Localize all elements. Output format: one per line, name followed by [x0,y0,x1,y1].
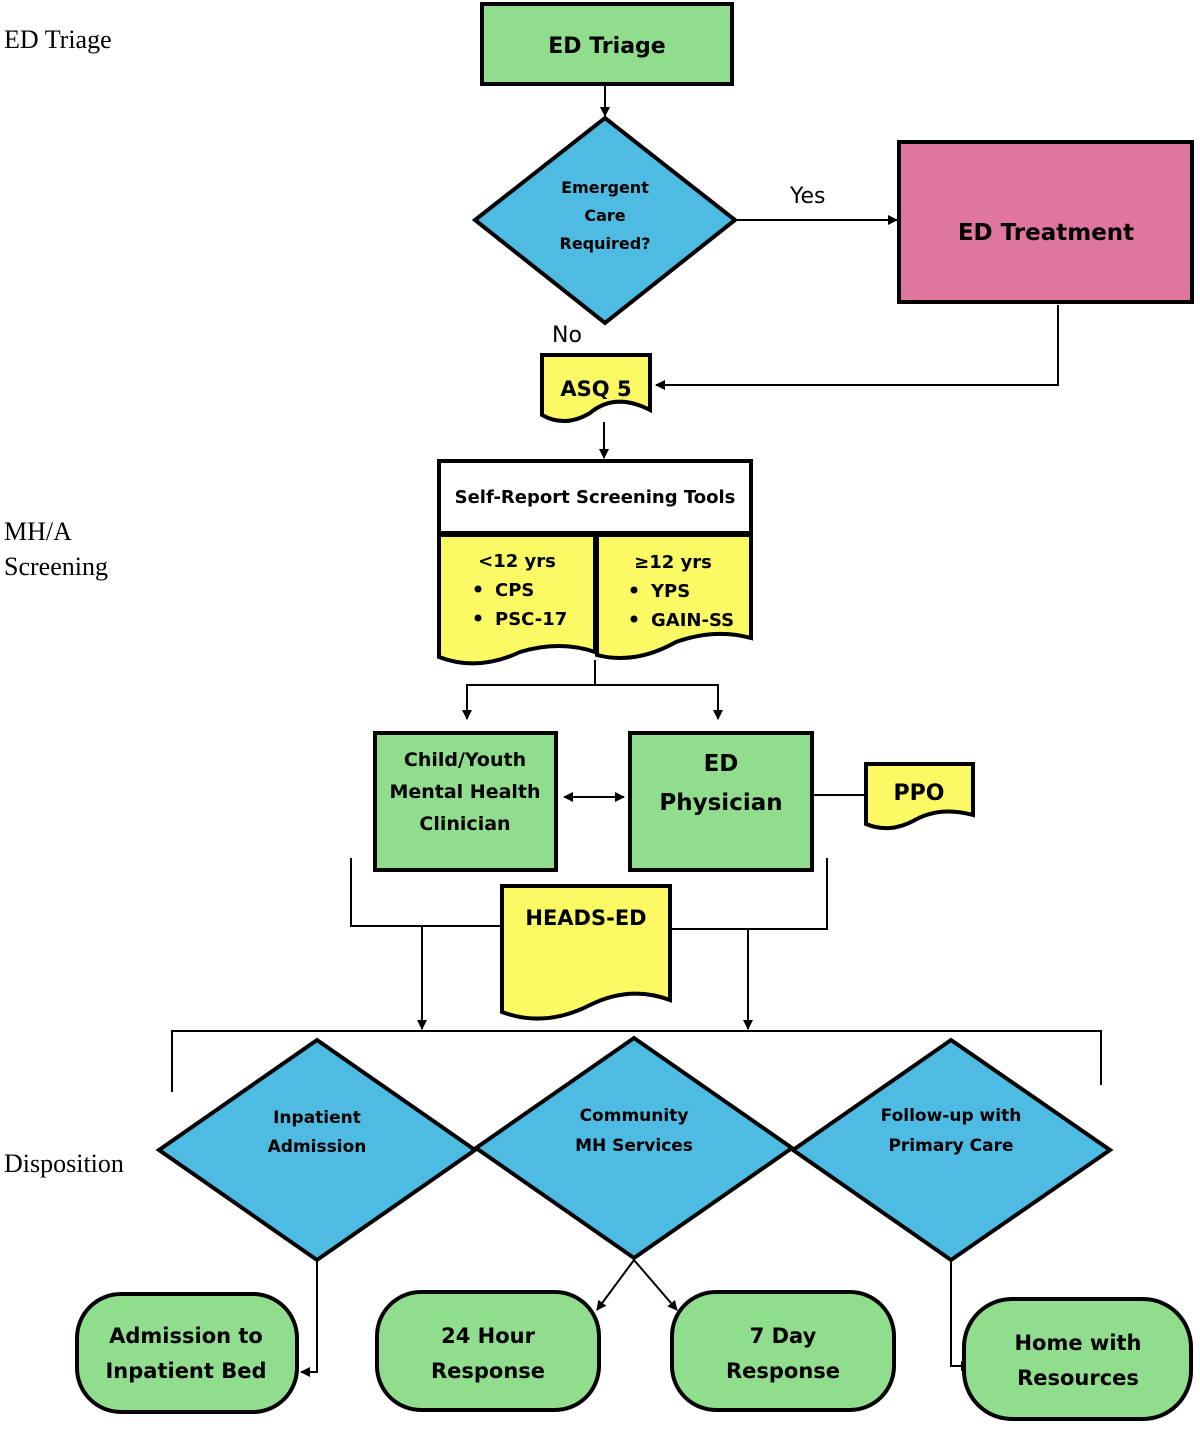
node-self-report-label: Self-Report Screening Tools [455,487,736,508]
node-community-line2: MH Services [575,1136,693,1156]
edges [171,85,1102,1377]
node-24-hour-shape [375,1290,601,1412]
stage-label-triage: ED Triage [4,25,112,54]
node-over-12-tools: ≥12 yrs YPS GAIN-SS [595,533,753,661]
node-emergent-care-line1: Emergent [561,178,649,197]
node-ed-physician-line1: ED [704,751,739,777]
node-heads-ed: HEADS-ED [500,884,672,1021]
node-ed-triage-box [480,2,734,86]
node-mh-clinician-line1: Child/Youth [404,749,526,771]
node-admission-line1: Admission to [109,1324,263,1348]
edge-screening-to-physician [595,684,723,720]
node-community-mh: Community MH Services [472,1035,796,1261]
edge-treatment-to-asq5 [655,305,1059,390]
node-emergent-care-line2: Care [584,206,625,225]
node-ed-triage: ED Triage [480,2,734,86]
node-heads-ed-shape [500,884,672,1021]
node-7-day-response: 7 Day Response [670,1290,896,1412]
node-asq5-shape [540,353,652,423]
edge-inpatient-to-admission [300,1262,318,1377]
edge-disposition-bar [171,1030,1102,1092]
node-ed-physician: ED Physician [628,731,814,872]
node-followup-shape [789,1037,1114,1263]
node-under-12-tools: <12 yrs CPS PSC-17 [437,533,597,666]
stage-label-disposition: Disposition [4,1149,124,1178]
node-self-report-box [437,459,753,535]
node-community-line1: Community [580,1106,689,1126]
edge-label-yes: Yes [789,184,826,209]
node-mh-clinician-box [373,731,558,872]
edge-physician-to-heads [672,858,828,930]
edge-screening-to-clinician [462,660,596,720]
bullet-icon [474,585,482,593]
node-under-12-item-cps: CPS [495,580,534,601]
node-mh-clinician: Child/Youth Mental Health Clinician [373,731,558,872]
bullet-icon [630,586,638,594]
node-over-12-item-yps: YPS [650,581,690,602]
node-followup-line1: Follow-up with [881,1106,1022,1126]
node-home-line2: Resources [1017,1366,1139,1390]
node-ed-physician-line2: Physician [659,790,782,816]
node-ed-treatment: ED Treatment [897,140,1194,304]
node-self-report-screening: Self-Report Screening Tools [437,459,753,535]
node-7-day-line2: Response [726,1359,840,1383]
stage-label-screening-line2: Screening [4,552,108,581]
edge-community-to-24h [596,1259,635,1311]
node-home-with-resources: Home with Resources [962,1297,1193,1421]
node-emergent-care-decision: Emergent Care Required? [471,115,739,326]
node-home-shape [962,1297,1193,1421]
node-admission-shape [75,1292,299,1414]
node-inpatient-admission: Inpatient Admission [155,1037,479,1263]
node-followup-line2: Primary Care [888,1136,1013,1156]
node-7-day-line1: 7 Day [750,1324,817,1348]
stage-label-screening-line1: MH/A [4,517,72,546]
node-ppo-shape [864,762,975,831]
node-inpatient-shape [155,1037,479,1263]
node-ed-treatment-box [897,140,1194,304]
node-mh-clinician-line3: Clinician [419,813,510,835]
node-followup-primary-care: Follow-up with Primary Care [789,1037,1114,1263]
node-under-12-item-psc17: PSC-17 [495,609,567,630]
node-under-12-title: <12 yrs [478,551,556,572]
node-over-12-item-gainss: GAIN-SS [651,610,734,631]
node-7-day-shape [670,1290,896,1412]
bullet-icon [474,614,482,622]
node-ppo: PPO [864,762,975,831]
node-inpatient-line1: Inpatient [273,1108,361,1128]
node-inpatient-line2: Admission [268,1137,367,1157]
bullet-icon [630,615,638,623]
node-emergent-care-line3: Required? [560,234,651,253]
node-admission-line2: Inpatient Bed [105,1359,266,1383]
node-heads-ed-label: HEADS-ED [525,906,646,930]
node-ed-triage-label: ED Triage [548,34,665,59]
node-mh-clinician-line2: Mental Health [389,781,540,803]
node-under-12-shape [437,533,597,666]
node-ppo-label: PPO [894,781,945,806]
node-emergent-care-shape [471,115,739,326]
node-community-shape [472,1035,796,1261]
node-asq5: ASQ 5 [540,353,652,423]
node-admission-inpatient-bed: Admission to Inpatient Bed [75,1292,299,1414]
node-over-12-title: ≥12 yrs [634,552,712,573]
node-home-line1: Home with [1014,1331,1141,1355]
node-asq5-label: ASQ 5 [560,377,631,401]
node-24-hour-response: 24 Hour Response [375,1290,601,1412]
edge-clinician-to-heads [350,858,500,927]
node-ed-treatment-label: ED Treatment [958,220,1134,246]
node-ed-physician-box [628,731,814,872]
edge-community-to-7day [633,1259,678,1311]
node-over-12-shape [595,533,753,661]
node-24-hour-line1: 24 Hour [441,1324,535,1348]
edge-label-no: No [552,323,582,348]
node-24-hour-line2: Response [431,1359,545,1383]
